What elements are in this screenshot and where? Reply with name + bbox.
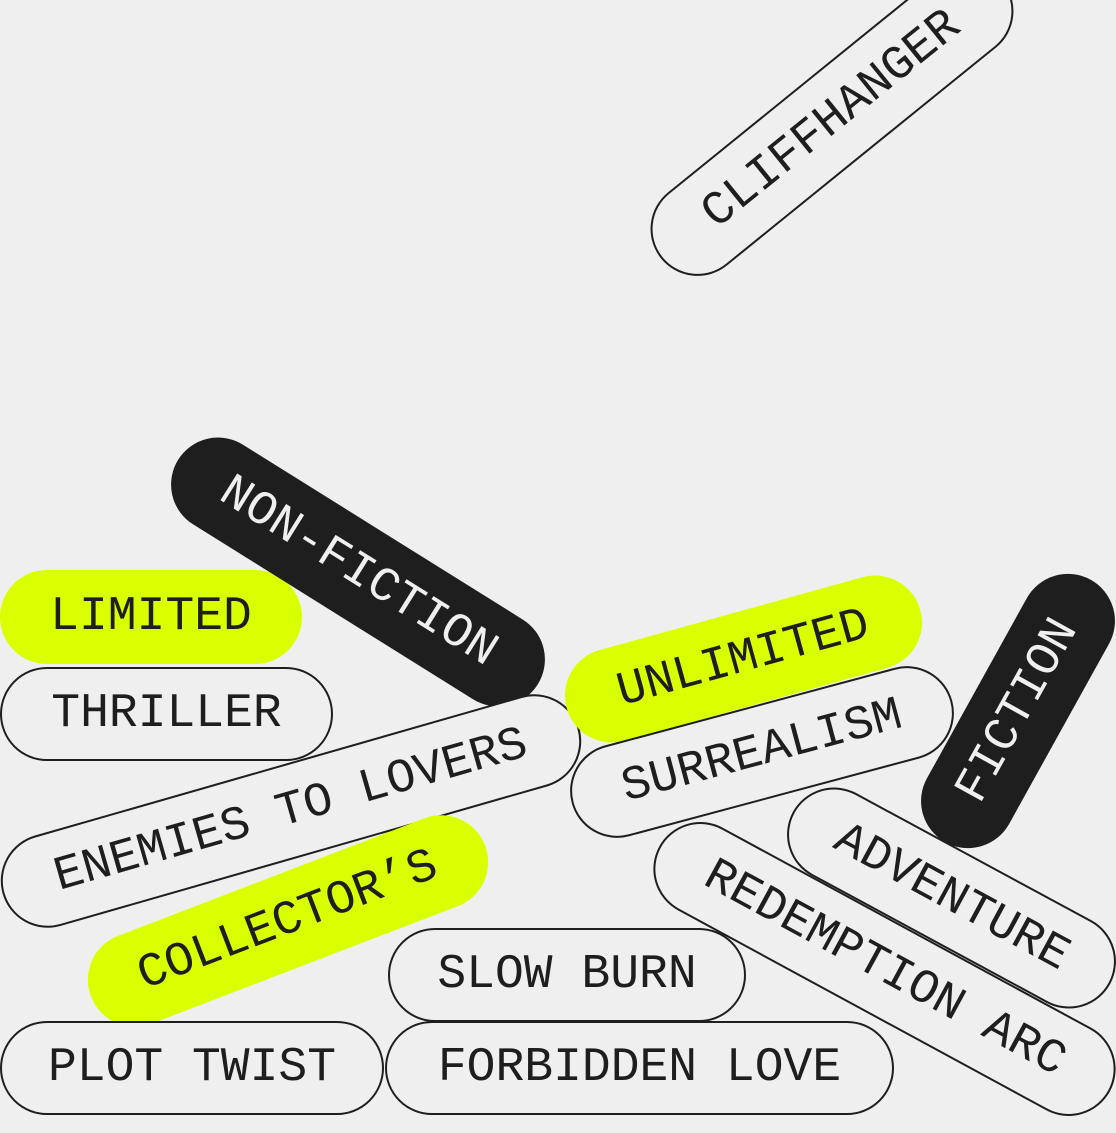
tag-thriller[interactable]: THRILLER bbox=[0, 667, 333, 761]
tag-limited[interactable]: LIMITED bbox=[0, 570, 302, 664]
tag-slow-burn[interactable]: SLOW BURN bbox=[388, 928, 746, 1022]
tag-cliffhanger[interactable]: CLIFFHANGER bbox=[631, 0, 1033, 295]
tag-plot-twist[interactable]: PLOT TWIST bbox=[0, 1021, 384, 1115]
tag-forbidden-love[interactable]: FORBIDDEN LOVE bbox=[385, 1021, 894, 1115]
